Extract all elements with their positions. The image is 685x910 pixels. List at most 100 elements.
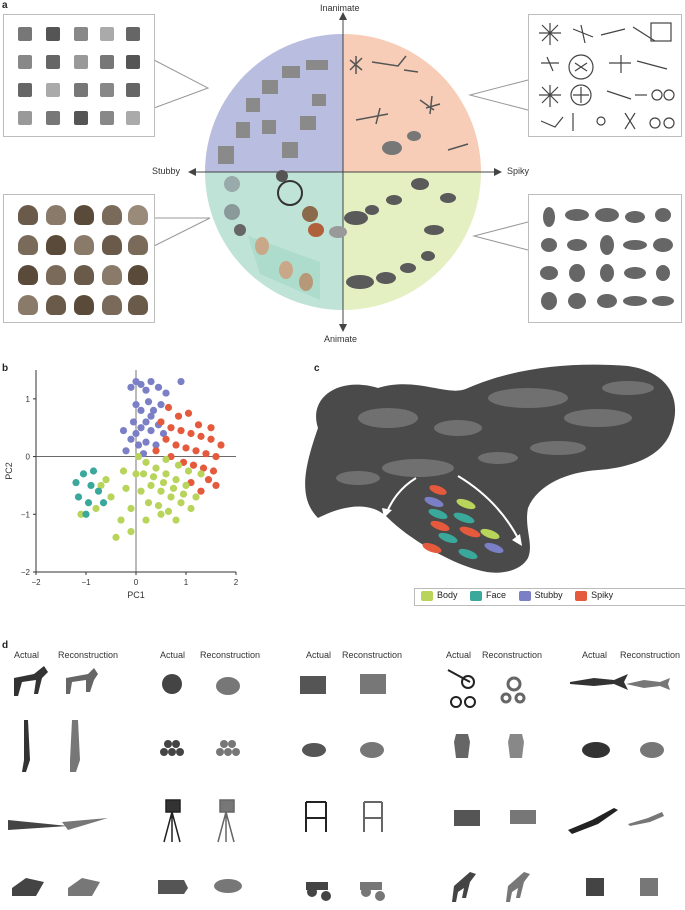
point-body xyxy=(127,504,135,513)
row-4 xyxy=(12,872,658,902)
y-tick-label: −1 xyxy=(21,510,31,519)
point-body xyxy=(172,516,180,524)
point-face xyxy=(82,510,90,518)
point-stubby xyxy=(157,401,165,409)
point-body xyxy=(92,504,100,513)
example-box-stubby-inanimate xyxy=(3,14,155,137)
point-spiky xyxy=(167,424,175,432)
point-face xyxy=(89,467,98,475)
point-stubby xyxy=(142,386,150,394)
point-spiky xyxy=(152,447,160,455)
point-stubby xyxy=(147,412,155,420)
point-body xyxy=(137,487,145,495)
col-reconstruction-5: Reconstruction xyxy=(620,650,681,660)
point-spiky xyxy=(212,481,220,490)
legend-item-body: Body xyxy=(421,590,458,601)
axis-label-animate: Animate xyxy=(324,334,358,344)
point-spiky xyxy=(197,432,205,440)
dog-recon xyxy=(506,872,530,902)
example-box-animals xyxy=(528,194,682,323)
point-spiky xyxy=(164,403,173,412)
x-tick-label: −2 xyxy=(31,578,41,587)
point-stubby xyxy=(152,441,160,449)
point-spiky xyxy=(162,435,170,443)
point-body xyxy=(167,493,175,501)
legend-item-stubby: Stubby xyxy=(518,590,563,601)
point-body xyxy=(112,533,120,541)
axis-label-inanimate: Inanimate xyxy=(320,3,360,13)
point-stubby xyxy=(122,447,130,455)
building-recon xyxy=(360,674,386,694)
point-body xyxy=(174,461,183,469)
point-body xyxy=(122,484,130,492)
oval-dish-recon xyxy=(640,742,664,758)
point-stubby xyxy=(119,427,128,435)
point-body xyxy=(154,502,163,510)
point-face xyxy=(94,487,103,495)
point-body xyxy=(147,481,155,490)
chair-actual xyxy=(305,801,327,832)
point-body xyxy=(77,510,85,518)
tricycle-recon xyxy=(500,676,526,704)
point-spiky xyxy=(192,447,200,455)
point-body xyxy=(164,507,173,515)
point-face xyxy=(87,481,95,490)
oval-dish-actual xyxy=(582,742,610,758)
point-body xyxy=(162,470,170,478)
point-body xyxy=(159,478,168,487)
reconstruction-grid xyxy=(8,666,670,902)
y-tick-label: 1 xyxy=(26,395,31,404)
point-stubby xyxy=(144,398,153,406)
point-body xyxy=(169,484,178,492)
point-spiky xyxy=(197,487,205,495)
engine-part-recon xyxy=(640,878,658,896)
point-stubby xyxy=(132,401,140,409)
point-spiky xyxy=(202,450,210,458)
x-tick-label: 1 xyxy=(184,578,189,587)
swordfish-actual xyxy=(570,674,628,690)
point-stubby xyxy=(134,441,143,449)
point-body xyxy=(184,467,193,475)
basket-of-fruit-actual xyxy=(302,743,326,757)
panel-b-label: b xyxy=(2,363,9,374)
point-face xyxy=(74,493,83,501)
point-body xyxy=(172,476,180,484)
col-reconstruction-3: Reconstruction xyxy=(342,650,403,660)
col-actual-2: Actual xyxy=(160,650,186,660)
point-body xyxy=(97,481,105,490)
toy-car-actual xyxy=(306,882,331,901)
point-body xyxy=(157,487,165,495)
point-spiky xyxy=(212,452,220,461)
point-body xyxy=(142,516,150,524)
jug-recon xyxy=(508,734,524,758)
point-spiky xyxy=(184,409,193,417)
point-stubby xyxy=(142,418,150,426)
y-tick-label: −2 xyxy=(21,568,31,577)
point-body xyxy=(127,528,135,536)
grapes-actual xyxy=(160,740,184,756)
point-spiky xyxy=(199,464,208,472)
airplane-recon xyxy=(62,818,108,830)
engine-part-actual xyxy=(586,878,604,896)
point-body xyxy=(134,452,143,461)
example-box-spiky-inanimate xyxy=(528,14,682,137)
chest-actual xyxy=(454,810,480,826)
panel-a-figure xyxy=(0,0,685,352)
swordfish-2-actual xyxy=(568,808,618,834)
x-tick-label: 2 xyxy=(234,578,239,587)
point-stubby xyxy=(162,389,170,397)
dog-actual xyxy=(452,872,476,902)
example-box-faces xyxy=(3,194,155,323)
point-body xyxy=(192,493,200,501)
camera-tripod-recon xyxy=(217,799,235,843)
point-body xyxy=(142,458,150,466)
point-body xyxy=(139,470,148,478)
point-spiky xyxy=(177,427,185,435)
point-face xyxy=(84,499,93,507)
swordfish-recon xyxy=(626,678,670,690)
point-body xyxy=(197,470,205,478)
point-spiky xyxy=(209,467,218,475)
point-body xyxy=(107,493,115,501)
horse-actual xyxy=(14,666,48,696)
col-actual-3: Actual xyxy=(306,650,332,660)
